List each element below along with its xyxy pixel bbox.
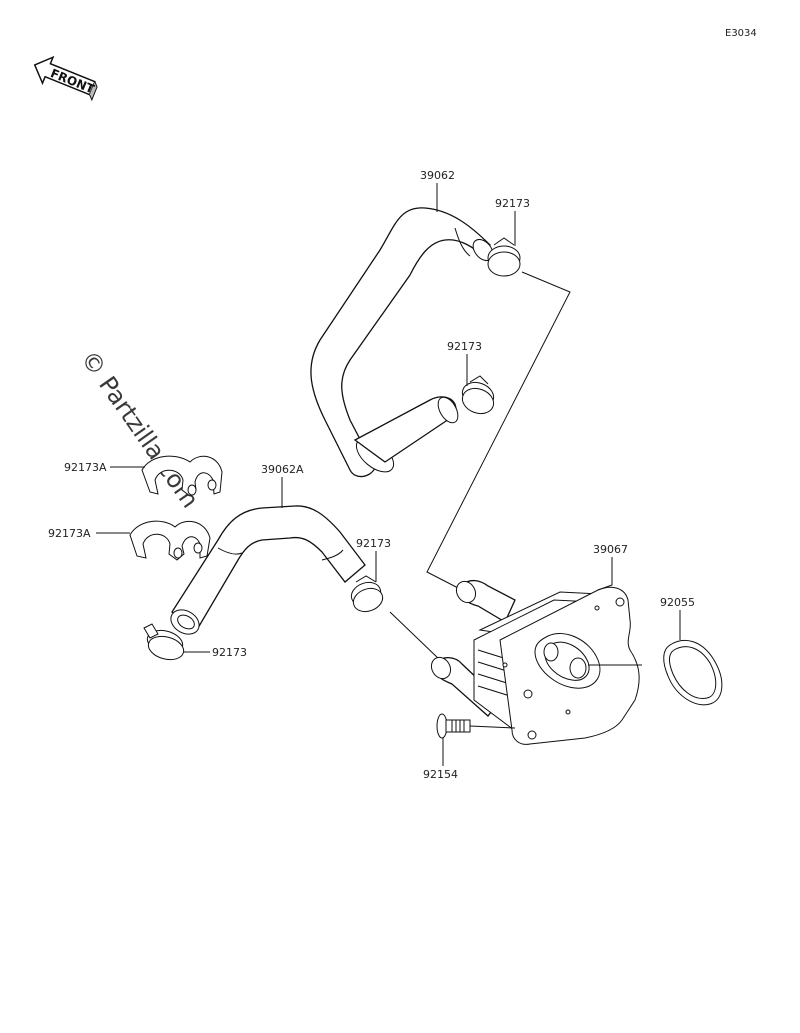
diagram-ref-code: E3034 [725,28,757,39]
oil-cooler-39067 [430,579,640,745]
hose-39062 [310,207,494,478]
label-clip-92173a-lower: 92173A [48,527,91,540]
label-clamp-92173-upper-top: 92173 [495,197,530,210]
label-clamp-92173-lower-right: 92173 [356,537,391,550]
label-bolt-92154: 92154 [423,768,458,781]
label-oil-cooler-39067: 39067 [593,543,628,556]
label-hose-39062a: 39062A [261,463,304,476]
clamp-92173-lower-left [143,623,185,661]
clamp-92173-upper-mid [461,375,495,415]
clip-92173a-lower [129,520,211,561]
label-hose-39062: 39062 [420,169,455,182]
front-label: FRONT [48,66,97,96]
clamp-92173-lower-right [350,575,384,613]
oring-92055 [663,640,723,706]
front-arrow-icon: FRONT [33,55,98,102]
hose-39062a [170,505,366,635]
bolt-92154 [436,713,471,739]
label-clamp-92173-lower-left: 92173 [212,646,247,659]
clamp-92173-upper-top [487,237,521,277]
label-clamp-92173-upper-mid: 92173 [447,340,482,353]
label-oring-92055: 92055 [660,596,695,609]
clip-92173a-upper [141,455,223,497]
label-clip-92173a-upper: 92173A [64,461,107,474]
